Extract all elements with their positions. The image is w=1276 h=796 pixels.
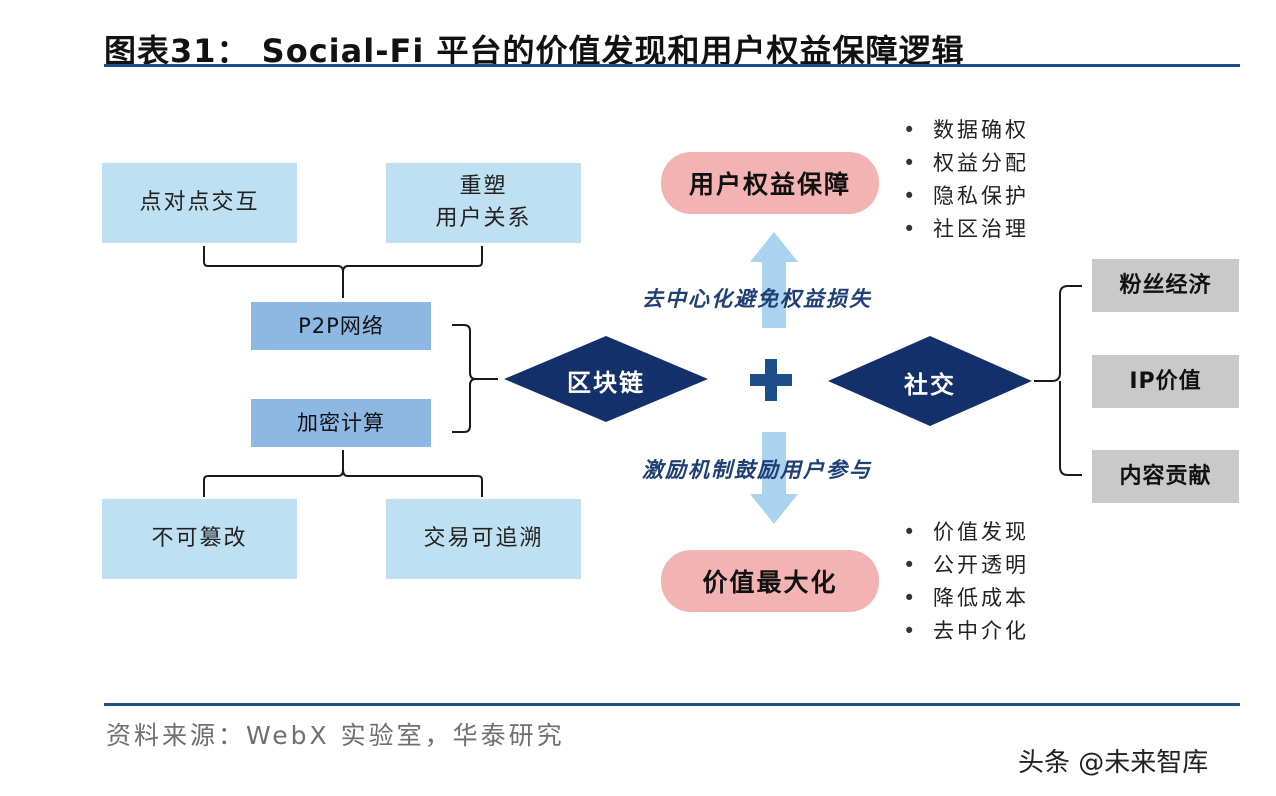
fan-economy-box: 粉丝经济 [1092, 259, 1239, 312]
value-max-pill: 价值最大化 [661, 550, 879, 612]
list-item: •价值发现 [903, 520, 1029, 544]
down-arrow-text: 激励机制鼓励用户参与 [642, 458, 872, 482]
watermark: 头条 @未来智库 [1018, 748, 1209, 778]
encrypted-compute-box: 加密计算 [251, 399, 431, 447]
value-bullet-list: •价值发现 •公开透明 •降低成本 •去中介化 [903, 516, 1029, 648]
down-arrow [750, 432, 798, 524]
p2p-interaction-box: 点对点交互 [102, 163, 297, 243]
list-item: •权益分配 [903, 151, 1029, 175]
list-item: •去中介化 [903, 619, 1029, 643]
figure-title: 图表31： Social-Fi 平台的价值发现和用户权益保障逻辑 [104, 32, 965, 70]
social-label: 社交 [904, 370, 956, 399]
social-diamond [828, 336, 1032, 426]
list-item: •社区治理 [903, 217, 1029, 241]
up-arrow [750, 232, 798, 328]
list-item: •数据确权 [903, 118, 1029, 142]
user-rights-pill: 用户权益保障 [661, 152, 879, 214]
title-rule [104, 64, 1240, 67]
up-arrow-text: 去中心化避免权益损失 [642, 287, 872, 311]
ip-value-box: IP价值 [1092, 355, 1239, 408]
list-item: •隐私保护 [903, 184, 1029, 208]
blockchain-diamond [504, 336, 708, 422]
source-note: 资料来源：WebX 实验室，华泰研究 [106, 721, 565, 750]
list-item: •降低成本 [903, 586, 1029, 610]
rights-bullet-list: •数据确权 •权益分配 •隐私保护 •社区治理 [903, 114, 1029, 246]
p2p-network-box: P2P网络 [251, 302, 431, 350]
footer-rule [104, 703, 1240, 706]
blockchain-label: 区块链 [567, 368, 645, 397]
immutable-box: 不可篡改 [102, 499, 297, 579]
traceable-box: 交易可追溯 [386, 499, 581, 579]
reshape-relations-box: 重塑 用户关系 [386, 163, 581, 243]
content-contribution-box: 内容贡献 [1092, 450, 1239, 503]
list-item: •公开透明 [903, 553, 1029, 577]
